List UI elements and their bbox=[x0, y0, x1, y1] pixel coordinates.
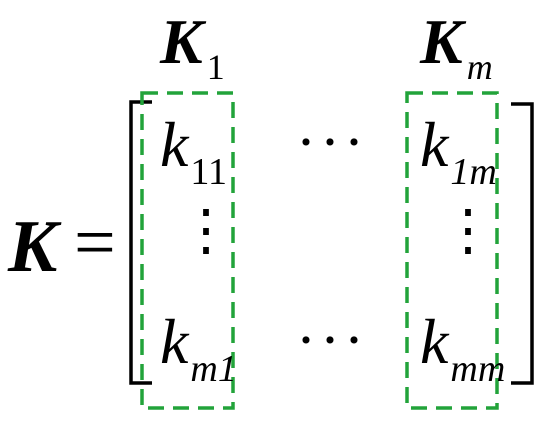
ellipsis-vertical-right: ⋮ bbox=[440, 200, 496, 262]
ellipsis-horizontal-bottom: ··· bbox=[296, 307, 368, 373]
entry-k1m-subscript: 1m bbox=[450, 151, 497, 193]
header-m-subscript: m bbox=[466, 47, 493, 87]
ellipsis-vertical-left: ⋮ bbox=[178, 200, 234, 262]
entry-km1: km1 bbox=[160, 310, 237, 389]
header-1-base: K bbox=[160, 6, 203, 77]
ellipsis-horizontal-top: ··· bbox=[296, 109, 368, 175]
entry-km1-base: k bbox=[160, 306, 189, 377]
header-1-subscript: 1 bbox=[206, 47, 225, 87]
column-box-m bbox=[405, 91, 499, 410]
entry-kmm-subscript: mm bbox=[450, 348, 506, 390]
header-m-base: K bbox=[420, 6, 463, 77]
column-box-1 bbox=[140, 91, 235, 410]
lhs-symbol: K bbox=[8, 206, 58, 288]
right-bracket bbox=[511, 102, 534, 385]
entry-kmm: kmm bbox=[420, 310, 505, 389]
entry-km1-subscript: m1 bbox=[190, 348, 237, 390]
entry-k1m-base: k bbox=[420, 109, 449, 180]
entry-k11-subscript: 11 bbox=[190, 151, 227, 193]
entry-k11: k11 bbox=[160, 113, 227, 192]
entry-k1m: k1m bbox=[420, 113, 497, 192]
equals-sign: = bbox=[74, 202, 116, 284]
entry-k11-base: k bbox=[160, 109, 189, 180]
entry-kmm-base: k bbox=[420, 306, 449, 377]
